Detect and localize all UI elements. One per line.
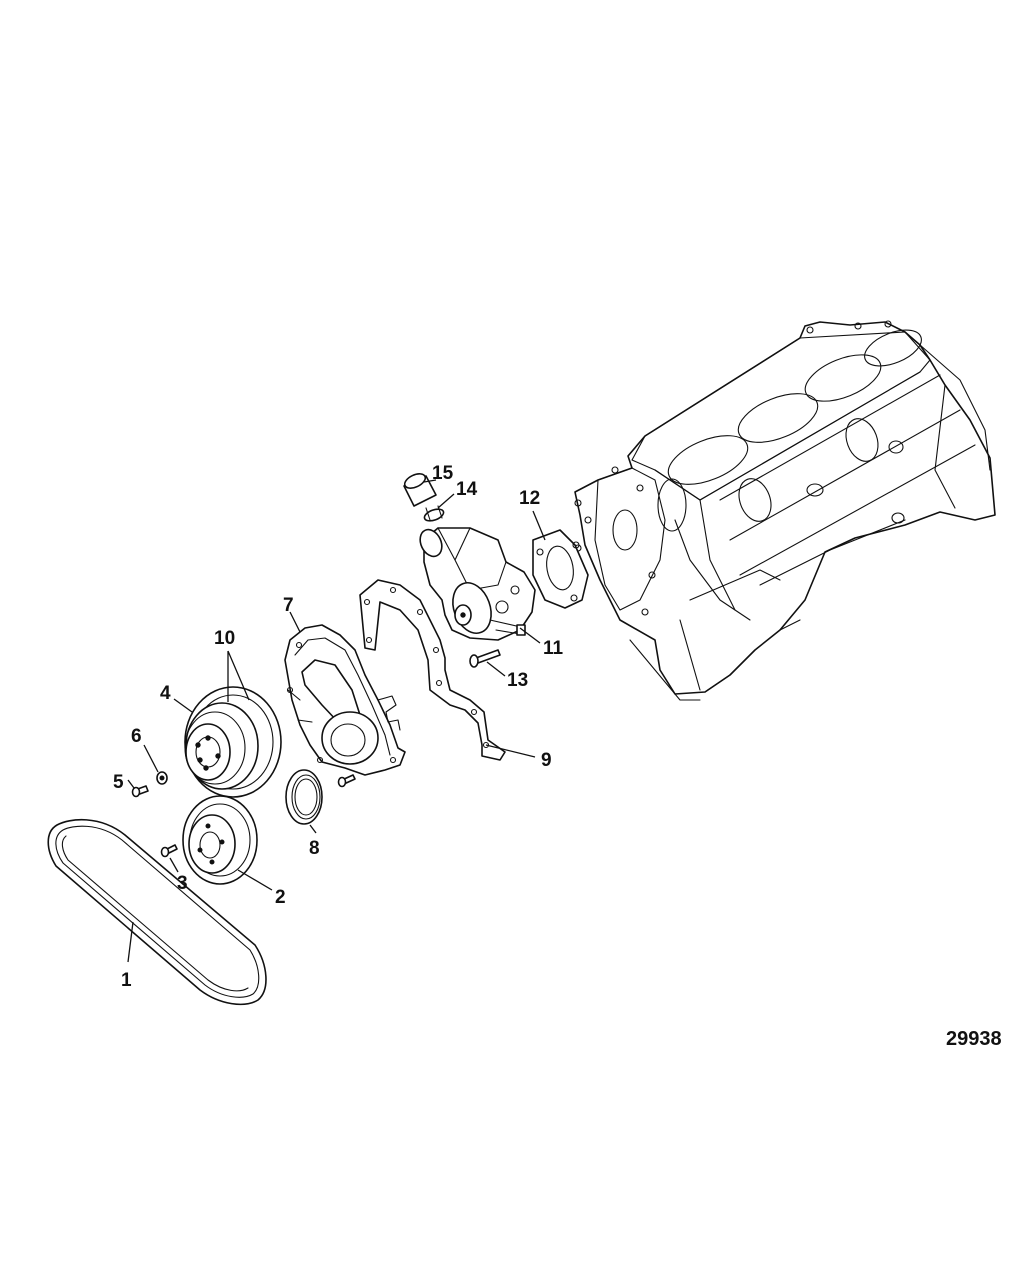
callout-1: 1 (121, 970, 132, 991)
water-pump-gasket (532, 529, 589, 609)
front-seal (285, 769, 323, 825)
callout-15: 15 (432, 463, 454, 484)
callout-5: 5 (113, 772, 124, 793)
engine-block (574, 320, 996, 701)
water-pump-bolt (469, 649, 501, 668)
callout-3: 3 (177, 873, 188, 894)
callout-labels: 1 2 3 4 5 6 7 8 9 10 11 12 13 14 15 (113, 463, 564, 991)
callout-8: 8 (309, 838, 320, 859)
callout-6: 6 (131, 726, 142, 747)
pulley-screw (131, 785, 149, 798)
timing-cover-gasket (359, 579, 506, 761)
callout-2: 2 (275, 887, 286, 908)
timing-cover (284, 624, 406, 776)
hose-clamp (423, 505, 445, 522)
washer (156, 771, 168, 785)
callout-14: 14 (456, 479, 478, 500)
callout-4: 4 (160, 683, 171, 704)
callout-9: 9 (541, 750, 552, 771)
callout-12: 12 (519, 488, 540, 509)
callout-7: 7 (283, 595, 294, 616)
figure-number: 29938 (946, 1028, 1002, 1050)
drive-belt (47, 818, 267, 1006)
crankshaft-pulley (182, 795, 258, 885)
callout-10: 10 (214, 628, 235, 649)
water-pump-pulley (184, 686, 282, 798)
hose (403, 473, 437, 507)
callout-11: 11 (543, 638, 564, 659)
water-pump (419, 527, 536, 641)
callout-13: 13 (507, 670, 528, 691)
leader-lines (127, 479, 546, 963)
pulley-screw-lower (160, 844, 178, 858)
